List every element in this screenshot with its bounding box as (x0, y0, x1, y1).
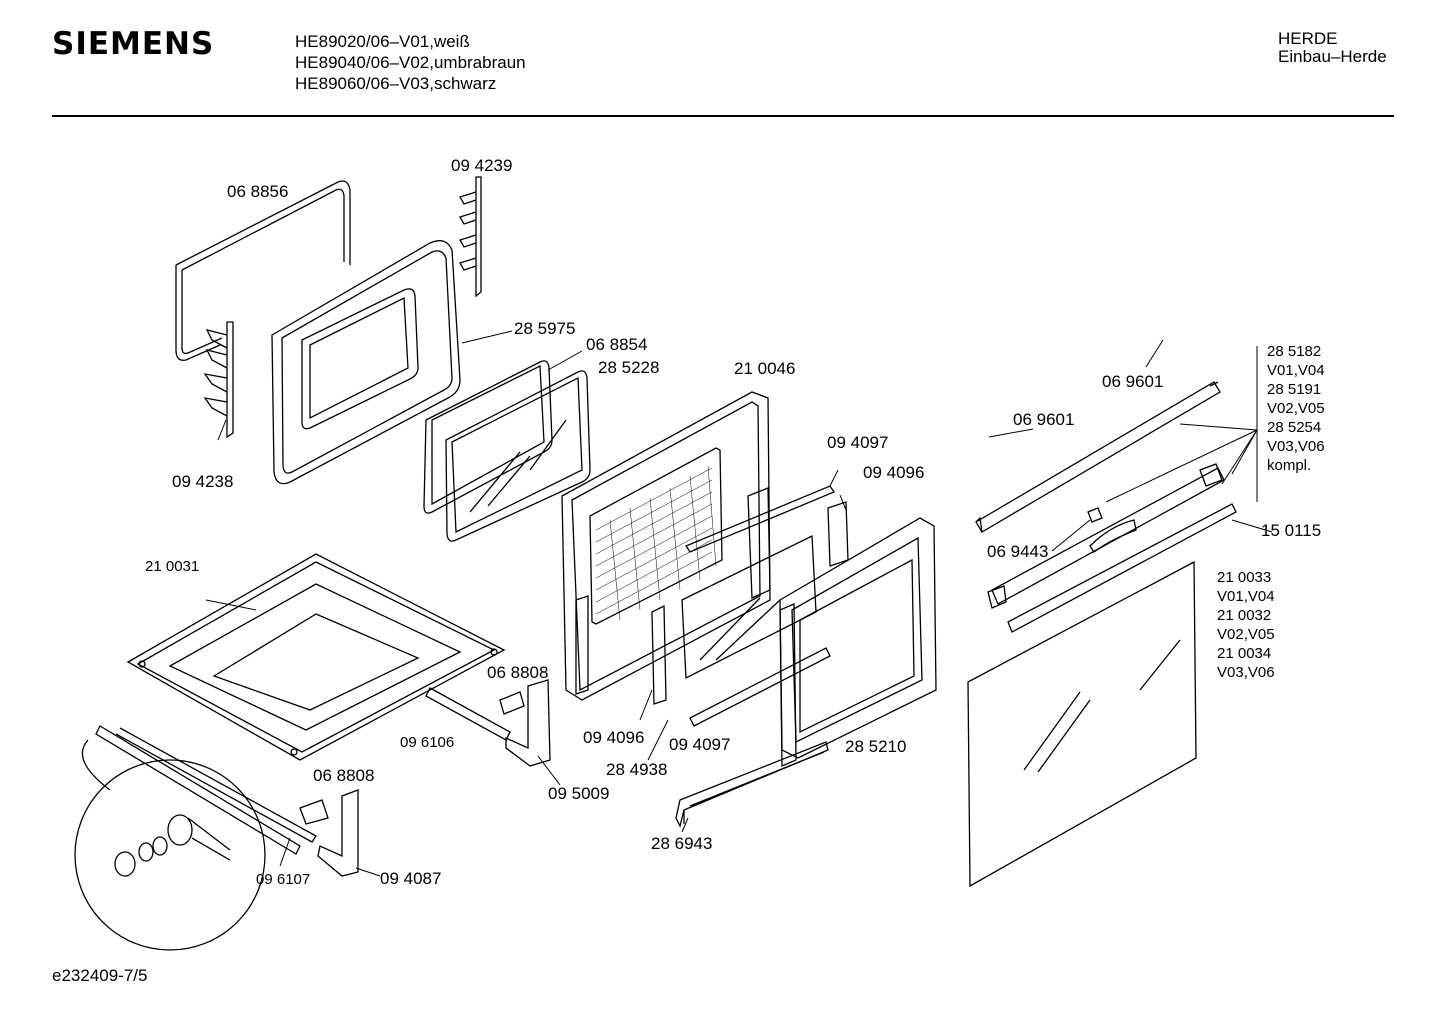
model-line: HE89040/06–V02,umbrabraun (295, 53, 526, 72)
model-line: HE89020/06–V01,weiß (295, 32, 470, 51)
variant-line: 28 5182 (1267, 343, 1321, 360)
header-divider (52, 115, 1394, 117)
part-label: 28 6943 (651, 834, 712, 853)
part-label: 28 5210 (845, 737, 906, 756)
part-label: 28 5228 (598, 358, 659, 377)
brand-logo: SIEMENS (52, 26, 215, 62)
variant-line: 21 0033 (1217, 569, 1271, 586)
variant-line: V02,V05 (1267, 400, 1325, 417)
door-panel-drawing (561, 391, 771, 701)
part-label: 09 4097 (827, 433, 888, 452)
part-label: 06 8854 (586, 335, 647, 354)
part-label: 09 4097 (669, 735, 730, 754)
part-label: 21 0046 (734, 359, 795, 378)
slide-rod-detail-drawing (74, 725, 317, 951)
part-label: 06 8856 (227, 182, 288, 201)
hinge-bracket-left-drawing (203, 321, 234, 439)
part-label: 09 4239 (451, 156, 512, 175)
category-subtitle: Einbau–Herde (1278, 47, 1387, 66)
model-list: HE89020/06–V01,weiß HE89040/06–V02,umbra… (295, 31, 526, 94)
category-block: HERDE Einbau–Herde (1278, 30, 1387, 66)
part-label: 09 6106 (400, 734, 454, 751)
part-label: 28 5975 (514, 319, 575, 338)
cover-plate-drawing (126, 553, 506, 761)
door-frame-drawing (271, 240, 461, 485)
lower-rails-drawing (299, 679, 551, 877)
part-label: 21 0031 (145, 558, 199, 575)
part-label: 06 9601 (1013, 410, 1074, 429)
hinge-bracket-top-drawing (459, 176, 482, 298)
part-label: 09 4096 (863, 463, 924, 482)
part-labels: 06 8856 09 4239 09 4238 28 5975 06 8854 … (145, 156, 1321, 888)
large-glass-drawing (967, 560, 1197, 888)
variant-line: 21 0032 (1217, 607, 1271, 624)
document-id: e232409-7/5 (52, 966, 148, 985)
part-label: 09 6107 (256, 871, 310, 888)
model-line: HE89060/06–V03,schwarz (295, 74, 497, 93)
variant-line: V01,V04 (1267, 362, 1325, 379)
variant-block-top: 28 5182 V01,V04 28 5191 V02,V05 28 5254 … (1267, 343, 1325, 474)
variant-line: 28 5191 (1267, 381, 1321, 398)
variant-line: V03,V06 (1217, 664, 1275, 681)
part-label: 09 4238 (172, 472, 233, 491)
inner-door-frame-drawing (779, 517, 937, 767)
part-label: 15 0115 (1261, 521, 1321, 540)
category-title: HERDE (1278, 29, 1338, 48)
variant-line: V01,V04 (1217, 588, 1275, 605)
variant-line: V02,V05 (1217, 626, 1275, 643)
variant-line: V03,V06 (1267, 438, 1325, 455)
part-label: 09 4087 (380, 869, 441, 888)
variant-line: kompl. (1267, 457, 1311, 474)
part-label: 09 5009 (548, 784, 609, 803)
variant-line: 21 0034 (1217, 645, 1271, 662)
variant-block-bottom: 21 0033 V01,V04 21 0032 V02,V05 21 0034 … (1217, 569, 1275, 681)
door-bottom-rail-drawing (675, 741, 829, 828)
part-label: 06 9601 (1102, 372, 1163, 391)
part-label: 09 4096 (583, 728, 644, 747)
leader-lines (205, 330, 1273, 877)
part-label: 06 8808 (487, 663, 548, 682)
door-seal-drawing (175, 180, 351, 361)
part-label: 06 8808 (313, 766, 374, 785)
part-label: 28 4938 (606, 760, 667, 779)
variant-line: 28 5254 (1267, 419, 1321, 436)
door-strips-drawing (651, 485, 849, 727)
inner-glass-drawing (423, 360, 591, 542)
part-label: 06 9443 (987, 542, 1048, 561)
